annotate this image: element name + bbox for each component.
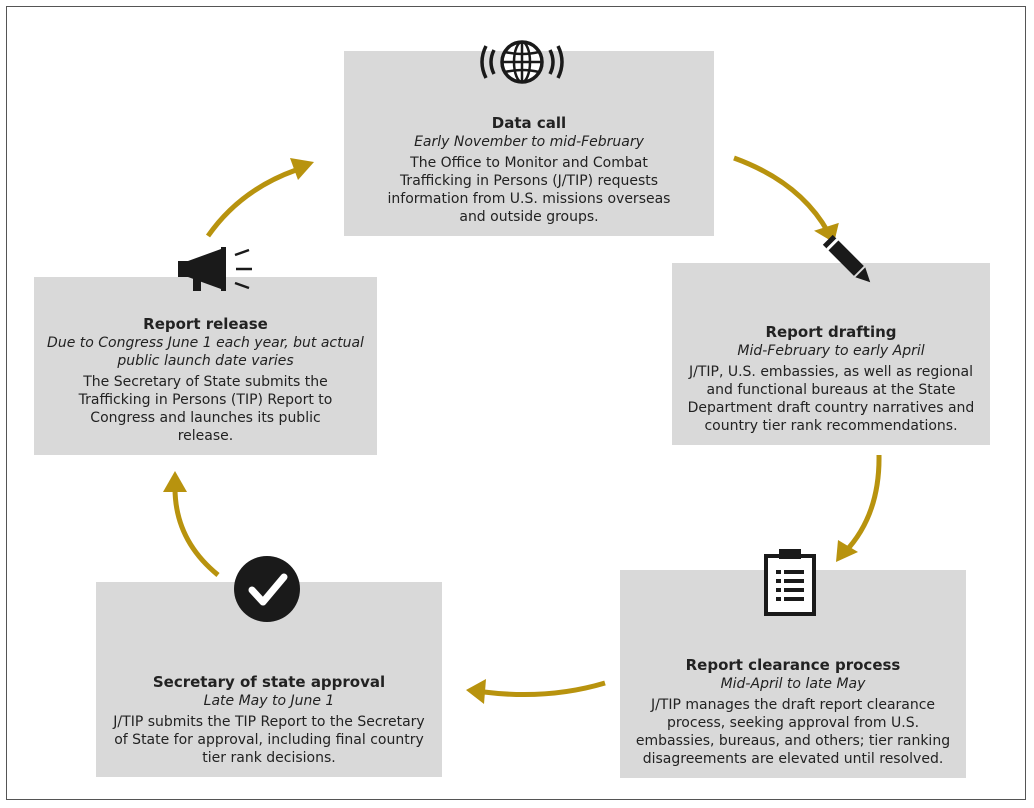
stage-period: Mid-February to early April xyxy=(737,343,925,359)
stage-secretary-approval: Secretary of state approval Late May to … xyxy=(96,582,442,777)
arrow-drafting-to-clearance xyxy=(843,454,882,554)
stage-description: J/TIP manages the draft report clearance… xyxy=(635,697,951,767)
arrowhead xyxy=(466,679,486,704)
stage-period: Due to Congress June 1 each year, but ac… xyxy=(47,335,364,369)
stage-title: Report clearance process xyxy=(685,656,901,674)
stage-title: Report release xyxy=(143,315,268,333)
stage-description: The Office to Monitor and Combat Traffic… xyxy=(387,155,671,225)
arrow-approval-to-release xyxy=(172,487,220,577)
diagram-frame xyxy=(6,6,1026,800)
stage-period: Late May to June 1 xyxy=(203,693,335,709)
checkmark-icon xyxy=(234,556,300,622)
arrow-data-call-to-drafting xyxy=(733,155,831,234)
stage-title: Report drafting xyxy=(765,323,897,341)
arrow-release-to-data-call xyxy=(205,167,297,238)
arrowhead xyxy=(163,471,187,492)
globe-icon xyxy=(480,40,564,84)
arrow-clearance-to-approval xyxy=(483,680,606,698)
clipboard-icon xyxy=(764,549,816,616)
megaphone-icon xyxy=(178,247,252,291)
stage-title: Secretary of state approval xyxy=(152,673,386,691)
stage-report-drafting: Report drafting Mid-February to early Ap… xyxy=(672,263,990,445)
stage-title: Data call xyxy=(491,114,567,132)
stage-description: J/TIP, U.S. embassies, as well as region… xyxy=(687,364,975,434)
stage-period: Mid-April to late May xyxy=(720,676,866,692)
arrowhead xyxy=(290,158,314,180)
pencil-icon xyxy=(822,234,871,283)
stage-description: The Secretary of State submits the Traff… xyxy=(78,374,333,444)
arrowhead xyxy=(836,540,858,562)
stage-report-release: Report release Due to Congress June 1 ea… xyxy=(34,277,377,455)
stage-period: Early November to mid-February xyxy=(414,134,644,150)
stage-description: J/TIP submits the TIP Report to the Secr… xyxy=(113,714,425,766)
